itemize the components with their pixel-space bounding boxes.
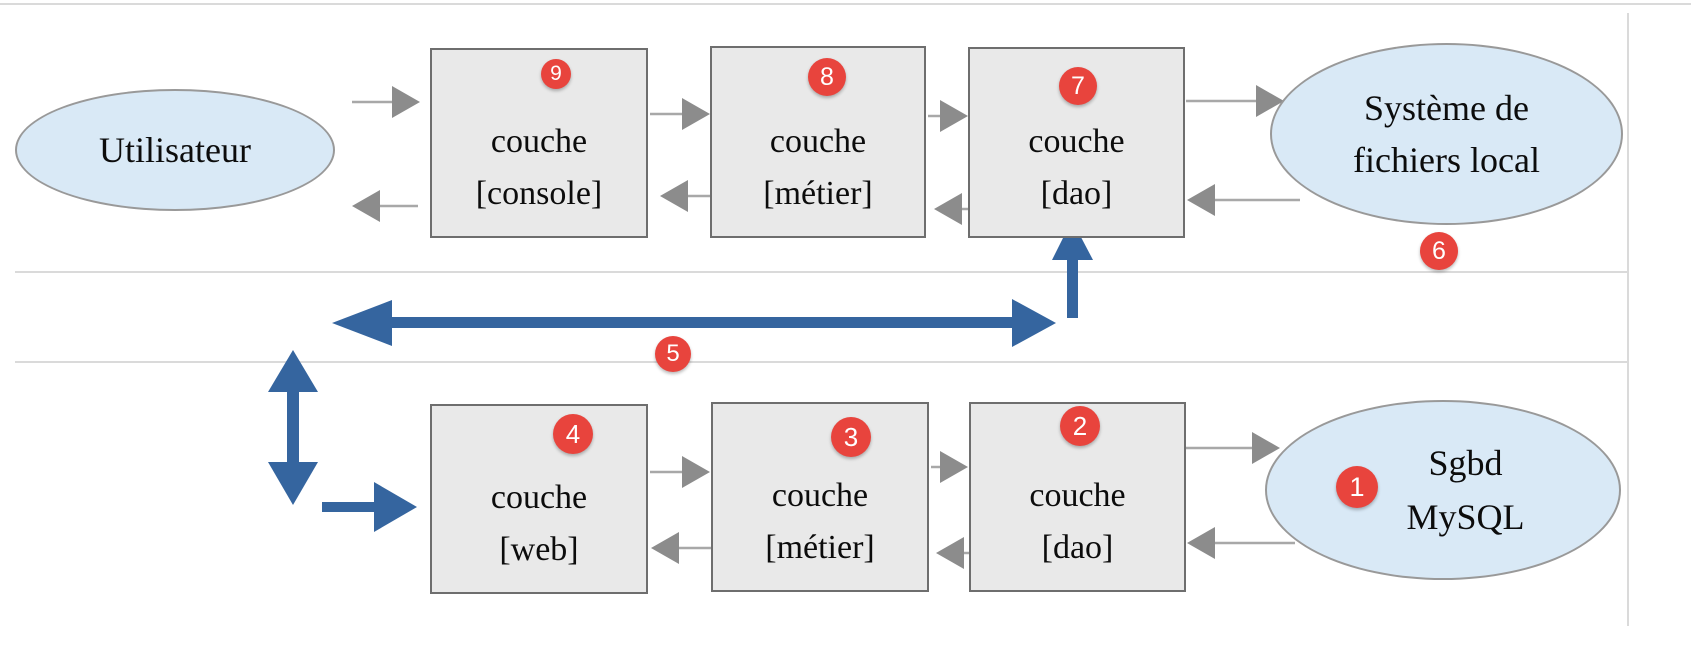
layer-box-dao-top-line1: couche: [1028, 123, 1125, 160]
step-badge-5: 5: [655, 336, 691, 372]
layer-box-metier-bottom-line1: couche: [771, 477, 869, 514]
step-badge-6: 6: [1420, 232, 1458, 270]
layer-box-dao-top-line2: [dao]: [1040, 175, 1113, 212]
node-filesystem: Système de fichiers local: [1270, 43, 1623, 225]
arrow-head: [352, 190, 380, 222]
arrow-shaft: [287, 390, 299, 462]
layer-box-dao-bottom-line2: [dao]: [1041, 529, 1114, 566]
arrow-dao-top-to-metier-top: [934, 193, 968, 225]
blue-arrow-up-to-dao-top: [1052, 220, 1093, 318]
step-badge-2: 2: [1060, 406, 1100, 446]
layer-box-metier-top: couche [métier]: [710, 46, 926, 238]
node-sgbd-mysql: Sgbd MySQL: [1265, 400, 1621, 580]
node-utilisateur-label: Utilisateur: [99, 130, 251, 170]
node-sgbd-line1: Sgbd: [1428, 443, 1503, 483]
arrow-head: [374, 482, 417, 532]
arrow-web-to-metier-bottom: [650, 456, 710, 488]
arrow-head: [936, 537, 964, 569]
arrow-head-bottom: [268, 462, 318, 505]
arrow-head: [682, 456, 710, 488]
arrow-head: [1252, 432, 1280, 464]
arrow-console-to-metier-top: [650, 98, 710, 130]
step-badge-4: 4: [553, 414, 593, 454]
arrow-head-right: [1012, 299, 1056, 347]
arrow-user-to-console: [352, 86, 420, 118]
arrow-head: [1052, 220, 1093, 260]
arrow-shaft: [1067, 256, 1078, 318]
node-filesystem-line1: Système de: [1364, 88, 1529, 128]
arrow-head: [934, 193, 962, 225]
arrow-head: [1256, 85, 1284, 117]
arrow-console-to-user: [352, 190, 418, 222]
step-badge-3: 3: [831, 417, 871, 457]
arrow-head-top: [268, 350, 318, 392]
layer-box-console-line2: [console]: [475, 175, 603, 212]
layer-box-metier-top-line2: [métier]: [763, 175, 873, 212]
blue-arrow-to-web: [322, 482, 417, 532]
arrow-head: [1187, 184, 1215, 216]
step-badge-7: 7: [1059, 67, 1097, 105]
arrow-filesystem-to-dao-top: [1187, 184, 1300, 216]
layer-box-metier-bottom: couche [métier]: [711, 402, 929, 592]
node-sgbd-line2: MySQL: [1406, 497, 1525, 537]
arrow-sgbd-to-dao-bottom: [1187, 527, 1295, 559]
arrow-metier-bottom-to-dao-bottom: [931, 451, 968, 483]
layer-box-web-line1: couche: [490, 479, 588, 516]
arrow-head: [682, 98, 710, 130]
step-badge-9: 9: [541, 59, 571, 89]
arrow-metier-top-to-dao-top: [928, 100, 968, 132]
layer-box-dao-bottom: couche [dao]: [969, 402, 1186, 592]
arrow-head: [660, 180, 688, 212]
layer-box-web-line2: [web]: [499, 531, 579, 568]
layer-box-metier-top-line1: couche: [769, 123, 867, 160]
layer-box-web: couche [web]: [430, 404, 648, 594]
arrow-dao-top-to-filesystem: [1186, 85, 1284, 117]
arrow-metier-top-to-console: [660, 180, 710, 212]
layer-box-metier-bottom-line2: [métier]: [765, 529, 875, 566]
node-utilisateur: Utilisateur: [15, 89, 335, 211]
blue-double-arrow-horizontal: [332, 299, 1056, 347]
step-badge-1: 1: [1336, 466, 1378, 508]
node-filesystem-line2: fichiers local: [1353, 140, 1540, 180]
arrow-shaft: [322, 502, 374, 512]
layer-box-console: couche [console]: [430, 48, 648, 238]
step-badge-8: 8: [808, 58, 846, 96]
arrow-dao-bottom-to-sgbd: [1186, 432, 1280, 464]
layer-box-dao-bottom-line1: couche: [1029, 477, 1126, 514]
arrow-metier-bottom-to-web: [651, 532, 711, 564]
arrow-head: [1187, 527, 1215, 559]
arrow-head: [651, 532, 679, 564]
arrow-head: [940, 100, 968, 132]
arrow-dao-bottom-to-metier-bottom: [936, 537, 969, 569]
arrow-head: [940, 451, 968, 483]
layer-box-console-line1: couche: [490, 123, 588, 160]
arrow-head: [392, 86, 420, 118]
blue-double-arrow-vertical: [268, 350, 318, 505]
arrow-head-left: [332, 300, 392, 346]
arrow-shaft: [390, 317, 1014, 328]
